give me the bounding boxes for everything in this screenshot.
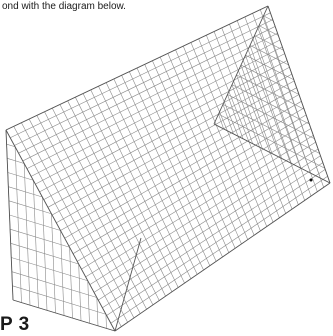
slope-face-grid-line bbox=[254, 35, 302, 169]
top-face-grid-line bbox=[85, 135, 314, 278]
front-face-grid-line bbox=[42, 196, 48, 311]
slope-face-grid-line bbox=[227, 94, 244, 139]
front-face-grid bbox=[5, 129, 116, 332]
top-face-grid-line bbox=[77, 121, 309, 262]
slope-face-grid-line bbox=[263, 15, 321, 179]
top-face-grid-line bbox=[89, 141, 316, 285]
slope-face-grid-line bbox=[240, 64, 300, 95]
prism-outline bbox=[5, 5, 331, 332]
front-face-grid-line bbox=[7, 158, 25, 164]
slope-face-grid-line bbox=[263, 15, 274, 22]
outline-edge bbox=[213, 123, 331, 184]
top-face-grid-line bbox=[98, 155, 321, 301]
front-face-grid-line bbox=[51, 213, 56, 313]
slope-face-grid-line bbox=[236, 74, 263, 149]
front-face-grid-line bbox=[9, 214, 61, 231]
slope-face-grid-line bbox=[218, 114, 224, 130]
outline-edge bbox=[114, 182, 331, 332]
top-face-grid-line bbox=[72, 114, 307, 254]
front-face-grid-line bbox=[60, 230, 65, 316]
slope-face-grid bbox=[213, 5, 331, 184]
top-face-grid-line bbox=[31, 46, 283, 177]
slope-face-grid-line bbox=[254, 35, 284, 51]
slope-face-grid-line bbox=[218, 113, 325, 169]
outline-edge bbox=[5, 5, 269, 131]
top-face-grid-line bbox=[39, 60, 288, 193]
top-face-grid-line bbox=[35, 53, 285, 185]
slope-face-grid-line bbox=[222, 104, 234, 134]
front-face-grid-line bbox=[78, 263, 82, 321]
top-face-grid-line bbox=[43, 67, 290, 200]
outline-edge bbox=[5, 129, 116, 332]
top-face-grid-line bbox=[93, 148, 319, 293]
top-face-grid-line bbox=[14, 19, 273, 146]
outline-edge bbox=[267, 5, 331, 184]
top-face-grid-line bbox=[47, 73, 292, 208]
front-face-grid-line bbox=[96, 297, 99, 326]
front-face-grid-line bbox=[14, 146, 22, 303]
slope-face-grid-line bbox=[245, 54, 294, 81]
front-face-grid-line bbox=[87, 280, 90, 324]
instruction-text: ond with the diagram below. bbox=[2, 1, 126, 12]
top-face-grid-line bbox=[68, 107, 304, 247]
top-face-grid-line bbox=[106, 169, 326, 316]
front-face-grid-line bbox=[69, 247, 73, 319]
front-face-grid-line bbox=[6, 143, 16, 148]
step-heading: P 3 bbox=[0, 314, 30, 335]
front-face-grid-line bbox=[8, 200, 52, 215]
slope-face-grid-line bbox=[249, 45, 289, 66]
top-face-grid-line bbox=[102, 162, 324, 309]
slope-face-grid-line bbox=[258, 25, 279, 36]
front-face-grid-line bbox=[8, 186, 43, 198]
front-face-grid-line bbox=[11, 257, 88, 282]
top-face-grid-line bbox=[81, 128, 312, 270]
top-face-grid bbox=[5, 5, 331, 332]
outline-edge bbox=[5, 129, 14, 301]
slope-face-grid-line bbox=[240, 64, 273, 154]
slope-face-grid-line bbox=[231, 84, 253, 144]
front-face-grid-line bbox=[105, 314, 107, 329]
outline-edge bbox=[213, 5, 269, 125]
outline-edge bbox=[114, 237, 142, 332]
top-face-grid-line bbox=[22, 32, 278, 162]
top-face-grid-line bbox=[18, 26, 276, 154]
front-face-grid-line bbox=[9, 228, 70, 248]
slope-face-grid-line bbox=[245, 55, 282, 159]
slope-face-grid-line bbox=[227, 94, 315, 140]
outline-edge bbox=[12, 299, 116, 332]
top-face-grid-line bbox=[26, 39, 281, 169]
front-face-grid-line bbox=[32, 180, 39, 308]
front-face-grid-line bbox=[7, 172, 34, 181]
top-face-grid-line bbox=[51, 80, 295, 216]
front-face-grid-line bbox=[12, 285, 107, 315]
top-face-grid-line bbox=[110, 175, 328, 324]
slope-face-grid-line bbox=[249, 45, 292, 164]
top-face-grid-line bbox=[56, 87, 297, 224]
top-face-grid-line bbox=[10, 12, 271, 139]
vertex-dot bbox=[309, 178, 313, 182]
slope-face-grid-line bbox=[236, 74, 305, 110]
